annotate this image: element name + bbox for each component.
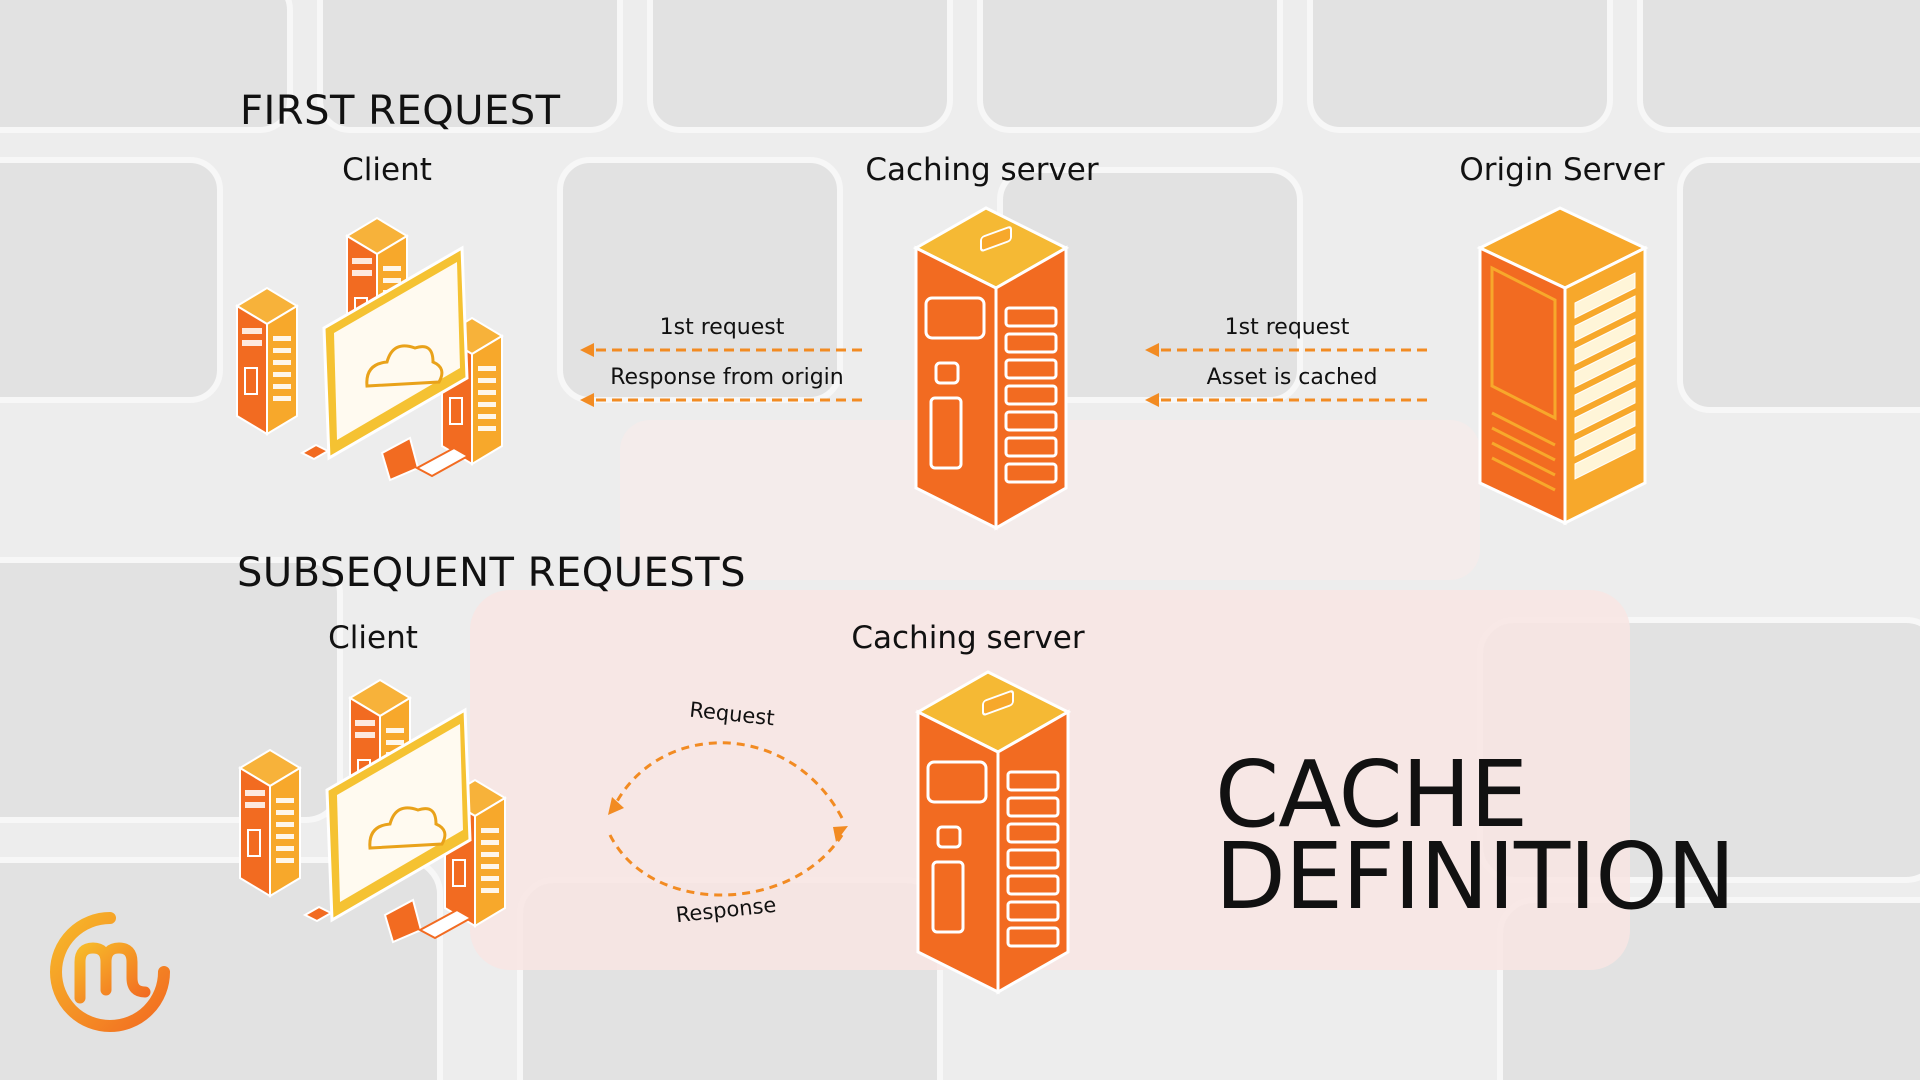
first-client-label: Client	[342, 152, 432, 188]
first-caching-label: Caching server	[865, 152, 1099, 188]
caching-server-icon-2	[916, 670, 1070, 994]
arrowhead	[1145, 343, 1159, 357]
brand-logo-icon	[50, 912, 170, 1032]
subsequent-client-label: Client	[328, 620, 418, 656]
loop-response-arc	[608, 834, 844, 897]
arrowhead	[580, 343, 594, 357]
client-cluster-icon-2	[235, 680, 555, 970]
origin-server-icon	[1476, 206, 1649, 526]
arrowhead	[608, 797, 624, 815]
first-request-title: FIRST REQUEST	[240, 88, 561, 134]
caching-server-icon	[914, 206, 1068, 530]
arrowhead	[580, 393, 594, 407]
client-cache-request-label: 1st request	[659, 315, 785, 340]
headline-line-2: DEFINITION	[1215, 823, 1736, 930]
client-cache-response-label: Response from origin	[610, 365, 844, 390]
arrowhead	[1145, 393, 1159, 407]
subsequent-requests-title: SUBSEQUENT REQUESTS	[237, 550, 746, 596]
cache-definition-headline: CACHE DEFINITION	[1215, 741, 1736, 930]
headline-line-1: CACHE	[1215, 741, 1528, 848]
subsequent-caching-label: Caching server	[851, 620, 1085, 656]
cache-origin-cached-label: Asset is cached	[1206, 365, 1378, 390]
first-origin-label: Origin Server	[1459, 152, 1665, 188]
cache-origin-request-label: 1st request	[1224, 315, 1350, 340]
arrowhead	[833, 826, 848, 842]
client-cluster-icon	[232, 218, 552, 508]
loop-request-arc	[613, 741, 844, 819]
